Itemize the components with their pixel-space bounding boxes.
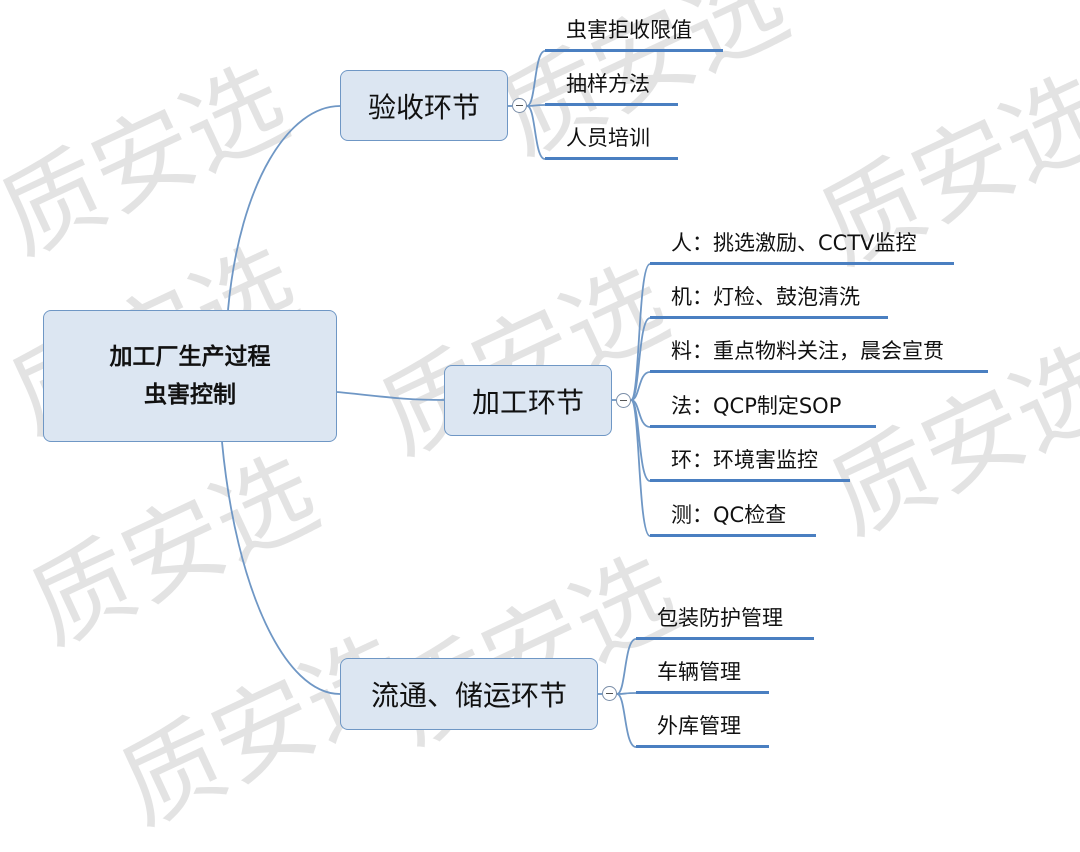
root-title-line1: 加工厂生产过程 [109,344,271,370]
connector-leaf [616,693,637,748]
connector-leaf [630,399,651,482]
leaf-topic[interactable]: 包装防护管理 [636,600,814,640]
connector-lines [221,50,651,748]
connector-leaf [630,371,651,401]
connector-leaf [630,399,651,537]
leaf-topic[interactable]: 人员培训 [545,120,678,160]
branch-logistics[interactable]: 流通、储运环节 [340,658,598,730]
connector-leaf [616,692,637,695]
collapse-toggle-icon[interactable] [512,98,527,113]
collapse-toggle-icon[interactable] [616,393,631,408]
connector-leaf [630,263,651,401]
branch-acceptance[interactable]: 验收环节 [340,70,508,141]
leaf-topic[interactable]: 测：QC检查 [650,497,816,537]
leaf-topic[interactable]: 料：重点物料关注，晨会宣贯 [650,333,988,373]
leaf-topic[interactable]: 抽样方法 [545,66,678,106]
root-title-line2: 虫害控制 [144,382,236,408]
leaf-topic[interactable]: 环：环境害监控 [650,442,850,482]
collapse-toggle-icon[interactable] [602,686,617,701]
branch-processing[interactable]: 加工环节 [444,365,612,436]
connector-root-acceptance [227,105,341,311]
leaf-topic[interactable]: 人：挑选激励、CCTV监控 [650,225,954,265]
connector-leaf [526,104,546,107]
leaf-topic[interactable]: 车辆管理 [636,654,769,694]
connector-root-logistics [221,441,341,695]
leaf-topic[interactable]: 虫害拒收限值 [545,12,723,52]
connector-root-processing [336,391,445,401]
root-topic[interactable]: 加工厂生产过程 虫害控制 [43,310,337,442]
connector-leaf [630,317,651,401]
connector-leaf [616,638,637,695]
leaf-topic[interactable]: 外库管理 [636,708,769,748]
leaf-topic[interactable]: 机：灯检、鼓泡清洗 [650,279,888,319]
connector-leaf [526,105,546,160]
connector-leaf [526,50,546,107]
leaf-topic[interactable]: 法：QCP制定SOP [650,388,876,428]
